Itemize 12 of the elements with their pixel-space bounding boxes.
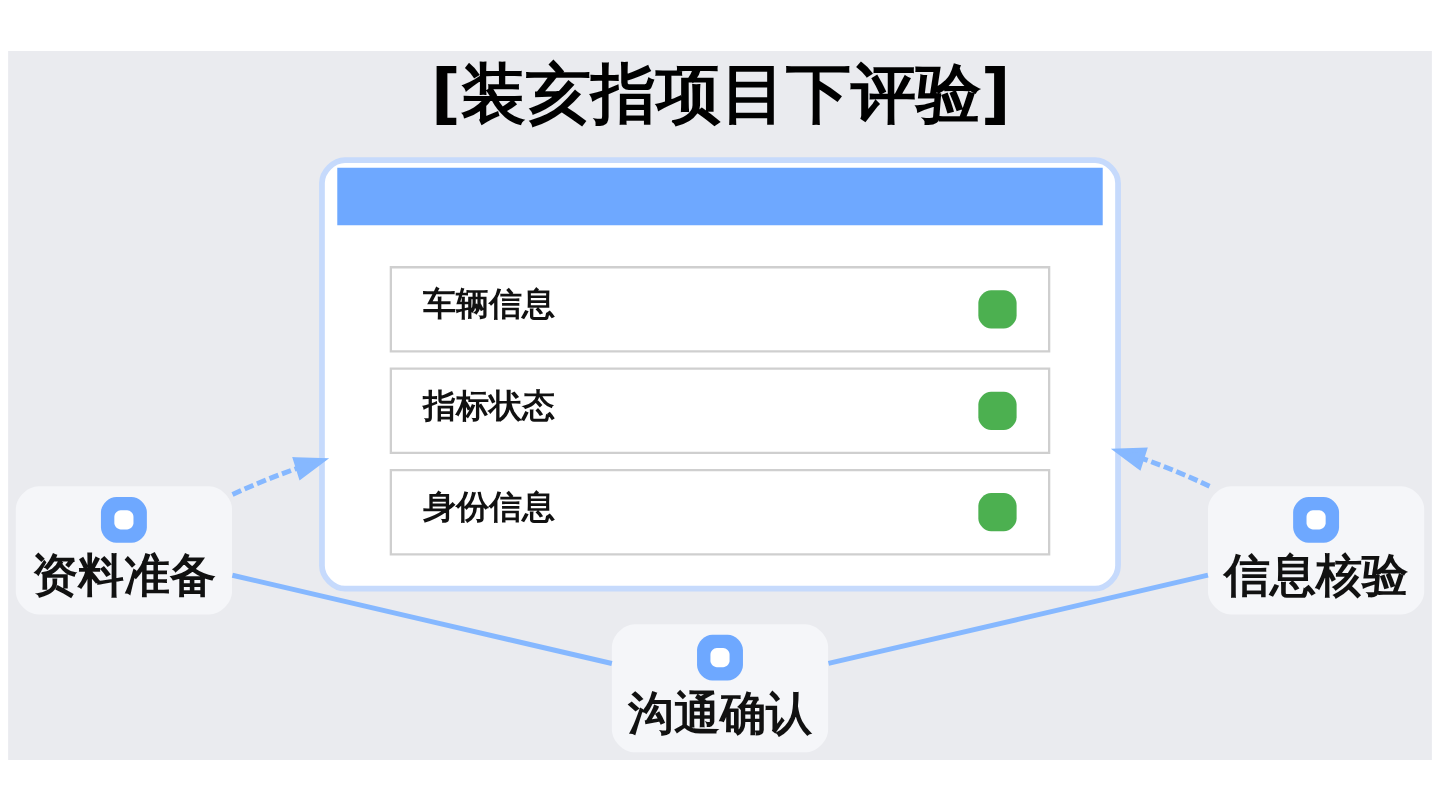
connector xyxy=(827,572,1209,666)
diagram-title: [装亥指项目下评验] xyxy=(431,55,1011,131)
node-box: 信息核验 xyxy=(1208,485,1425,615)
node-box: 指标状态 xyxy=(389,367,1051,454)
node-box: 身份信息 xyxy=(389,468,1051,555)
connector xyxy=(231,572,613,666)
node-box: 沟通确认 xyxy=(611,623,829,752)
arrow xyxy=(1110,447,1211,488)
arrow xyxy=(231,456,330,497)
node-box: 资料准备 xyxy=(15,485,232,615)
cluster xyxy=(319,156,1121,592)
node-box: 车辆信息 xyxy=(389,265,1051,353)
